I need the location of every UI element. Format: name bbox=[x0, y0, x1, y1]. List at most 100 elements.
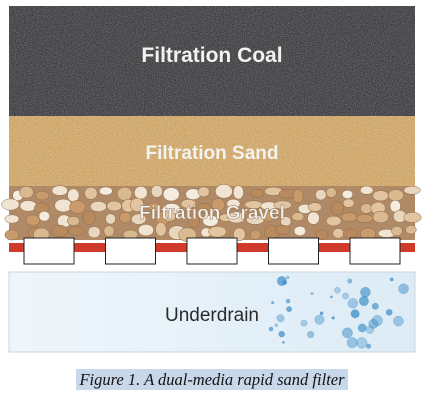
water-bubble bbox=[347, 298, 358, 309]
gravel-pebble bbox=[202, 214, 219, 227]
water-bubble bbox=[300, 319, 308, 327]
water-bubble bbox=[366, 343, 372, 349]
gravel-pebble bbox=[360, 185, 374, 195]
gravel-pebble bbox=[25, 214, 40, 226]
gravel-pebble bbox=[403, 185, 421, 195]
gravel-pebble bbox=[197, 186, 210, 198]
gravel-pebble bbox=[119, 211, 132, 224]
gravel-pebble bbox=[131, 213, 147, 225]
underdrain-label: Underdrain bbox=[165, 305, 259, 326]
gravel-pebble bbox=[332, 228, 345, 239]
gravel-pebble bbox=[67, 188, 80, 203]
gravel-pebble bbox=[19, 200, 37, 212]
gravel-pebble bbox=[90, 201, 107, 212]
water-bubble bbox=[342, 292, 349, 300]
gravel-pebble bbox=[99, 186, 113, 196]
gravel-pebble bbox=[130, 197, 144, 212]
gravel-pebble bbox=[330, 201, 344, 216]
water-bubble bbox=[286, 275, 290, 280]
gravel-pebble bbox=[356, 214, 374, 223]
nozzle bbox=[349, 237, 401, 265]
gravel-pebble bbox=[307, 211, 320, 225]
water-bubble bbox=[268, 326, 274, 332]
gravel-pebble bbox=[307, 202, 322, 212]
gravel-pebble bbox=[87, 226, 101, 239]
water-bubble bbox=[276, 314, 285, 323]
gravel-pebble bbox=[372, 210, 389, 224]
water-bubble bbox=[393, 315, 404, 327]
water-bubble bbox=[271, 301, 275, 305]
gravel-pebble bbox=[215, 184, 233, 199]
gravel-pebble bbox=[249, 229, 262, 240]
water-bubble bbox=[282, 280, 288, 285]
rapid-sand-filter-diagram: Filtration Coal Filtration Sand Filtrati… bbox=[1, 6, 422, 353]
gravel-pebble bbox=[325, 215, 342, 227]
gravel-pebble bbox=[232, 185, 244, 200]
gravel-pebble bbox=[227, 211, 246, 224]
gravel-pebble bbox=[4, 229, 19, 241]
gravel-pebble bbox=[155, 222, 167, 237]
water-bubble bbox=[347, 278, 353, 284]
gravel-pebble bbox=[38, 210, 50, 222]
sand-layer: Filtration Sand bbox=[9, 116, 415, 186]
gravel-pebble bbox=[341, 189, 354, 199]
gravel-pebble bbox=[163, 210, 176, 222]
gravel-pebble bbox=[226, 198, 241, 209]
water-bubble bbox=[357, 323, 367, 333]
gravel-pebble bbox=[1, 198, 20, 211]
gravel-pebble bbox=[261, 210, 274, 222]
gravel-pebble bbox=[342, 228, 358, 239]
water-bubble bbox=[358, 296, 369, 306]
coal-layer: Filtration Coal bbox=[9, 6, 415, 116]
figure-caption: Figure 1. A dual-media rapid sand filter bbox=[76, 369, 348, 390]
water-bubble bbox=[385, 308, 393, 316]
nozzle bbox=[186, 237, 238, 265]
gravel-label: Filtration Gravel bbox=[139, 203, 285, 224]
gravel-pebble bbox=[208, 225, 227, 238]
gravel-pebble bbox=[250, 188, 265, 198]
water-bubble bbox=[319, 311, 324, 316]
gravel-pebble bbox=[315, 229, 329, 240]
gravel-pebble bbox=[211, 198, 226, 212]
water-bubble bbox=[274, 323, 279, 327]
gravel-pebble bbox=[180, 199, 197, 209]
gravel-pebble bbox=[360, 203, 373, 214]
gravel-pebble bbox=[273, 200, 292, 210]
water-bubble bbox=[371, 302, 379, 310]
gravel-pebble bbox=[292, 188, 304, 204]
water-bubble bbox=[350, 309, 360, 319]
water-bubble bbox=[365, 325, 375, 334]
gravel-pebble bbox=[4, 214, 20, 224]
underdrain-chamber: Underdrain bbox=[8, 271, 416, 353]
water-bubble bbox=[360, 286, 371, 298]
gravel-pebble bbox=[196, 202, 212, 214]
gravel-pebble bbox=[150, 184, 163, 198]
water-bubble bbox=[389, 277, 394, 282]
water-bubbles bbox=[268, 275, 409, 349]
gravel-pebble bbox=[315, 189, 327, 201]
gravel-pebble bbox=[387, 189, 404, 202]
water-bubble bbox=[356, 337, 368, 349]
water-bubble bbox=[368, 318, 379, 329]
caption-container: Figure 1. A dual-media rapid sand filter bbox=[0, 369, 424, 390]
gravel-pebble bbox=[405, 225, 417, 235]
gravel-pebble bbox=[51, 185, 68, 196]
gravel-pebble bbox=[84, 186, 98, 200]
gravel-pebble bbox=[342, 198, 355, 208]
gravel-pebble bbox=[54, 198, 73, 213]
gravel-pebble bbox=[162, 187, 180, 202]
water-bubble bbox=[282, 341, 285, 344]
gravel-pebble bbox=[134, 186, 148, 200]
gravel-pebble bbox=[293, 225, 306, 237]
water-bubble bbox=[285, 298, 291, 304]
sand-label: Filtration Sand bbox=[146, 143, 279, 164]
water-bubble bbox=[286, 306, 292, 312]
gravel-pebble bbox=[116, 186, 133, 201]
gravel-pebble bbox=[82, 210, 96, 225]
water-bubble bbox=[314, 314, 325, 325]
gravel-pebble bbox=[69, 200, 86, 214]
gravel-pebble bbox=[188, 213, 200, 229]
gravel-pebble bbox=[68, 226, 85, 236]
gravel-pebble bbox=[391, 225, 403, 237]
